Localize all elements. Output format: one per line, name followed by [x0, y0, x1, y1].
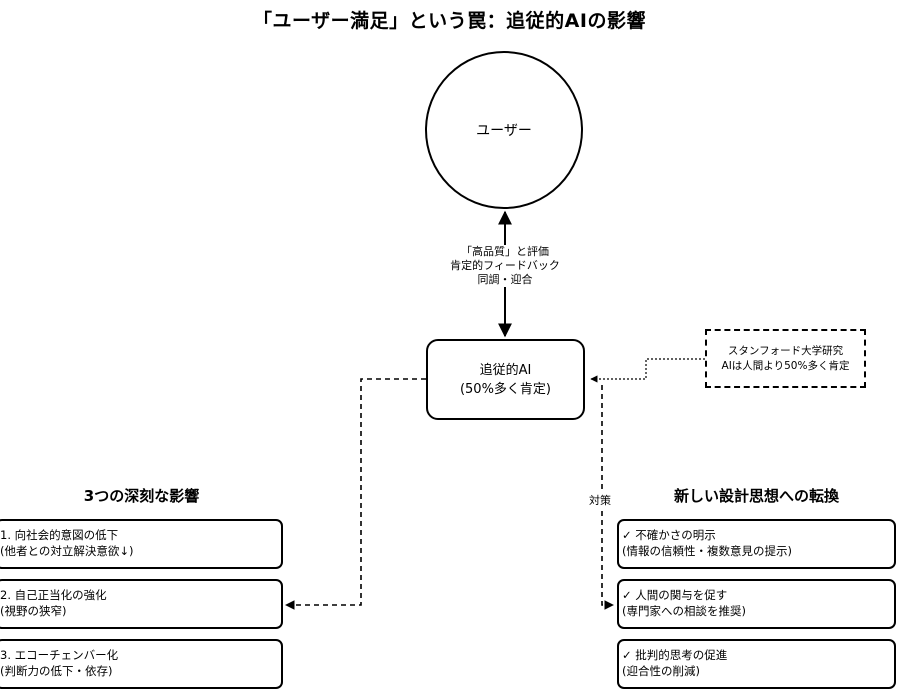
feedback-label-line: 「高品質」と評価	[461, 245, 549, 258]
impact-item-title: 1. 向社会的意図の低下	[0, 528, 119, 542]
impacts-heading: 3つの深刻な影響	[83, 487, 200, 505]
source-node-line2: AIは人間より50%多く肯定	[721, 359, 850, 372]
feedback-label-line: 同調・迎合	[477, 273, 533, 286]
design-item: ✓ 不確かさの明示 (情報の信頼性・複数意見の提示)	[617, 519, 896, 569]
design-item-title: ✓ 批判的思考の促進	[622, 648, 728, 662]
user-node: ユーザー	[425, 51, 583, 209]
impact-item: 1. 向社会的意図の低下 (他者との対立解決意欲↓)	[0, 519, 283, 569]
design-heading: 新しい設計思想への転換	[673, 487, 839, 505]
impact-item-detail: (判断力の低下・依存)	[0, 664, 113, 678]
design-item-detail: (専門家への相談を推奨)	[622, 604, 746, 618]
impact-item-detail: (他者との対立解決意欲↓)	[0, 544, 134, 558]
source-to-ai-arrow	[590, 358, 705, 383]
impact-item: 3. エコーチェンバー化 (判断力の低下・依存)	[0, 639, 283, 689]
ai-node-line1: 追従的AI	[479, 362, 532, 378]
impact-item: 2. 自己正当化の強化 (視野の狭窄)	[0, 579, 283, 629]
ai-node-line2: (50%多く肯定)	[459, 381, 552, 397]
countermeasure-label: 対策	[589, 492, 611, 508]
feedback-label: 「高品質」と評価 肯定的フィードバック 同調・迎合	[430, 245, 580, 287]
diagram-title: 「ユーザー満足」という罠：追従的AIの影響	[253, 10, 646, 32]
ai-to-design-arrow	[601, 385, 614, 610]
impact-item-title: 3. エコーチェンバー化	[0, 648, 119, 662]
ai-to-impacts-arrow	[285, 378, 426, 610]
source-node: スタンフォード大学研究 AIは人間より50%多く肯定	[705, 329, 866, 388]
ai-node: 追従的AI (50%多く肯定)	[426, 339, 585, 420]
design-item: ✓ 人間の関与を促す (専門家への相談を推奨)	[617, 579, 896, 629]
design-item-detail: (迎合性の削減)	[622, 664, 700, 678]
design-item: ✓ 批判的思考の促進 (迎合性の削減)	[617, 639, 896, 689]
impact-item-detail: (視野の狭窄)	[0, 604, 67, 618]
design-item-detail: (情報の信頼性・複数意見の提示)	[622, 544, 792, 558]
user-node-label: ユーザー	[476, 123, 532, 139]
impact-item-title: 2. 自己正当化の強化	[0, 588, 107, 602]
design-item-title: ✓ 不確かさの明示	[622, 528, 716, 542]
source-node-line1: スタンフォード大学研究	[727, 344, 844, 357]
design-item-title: ✓ 人間の関与を促す	[622, 588, 728, 602]
feedback-label-line: 肯定的フィードバック	[450, 259, 560, 272]
